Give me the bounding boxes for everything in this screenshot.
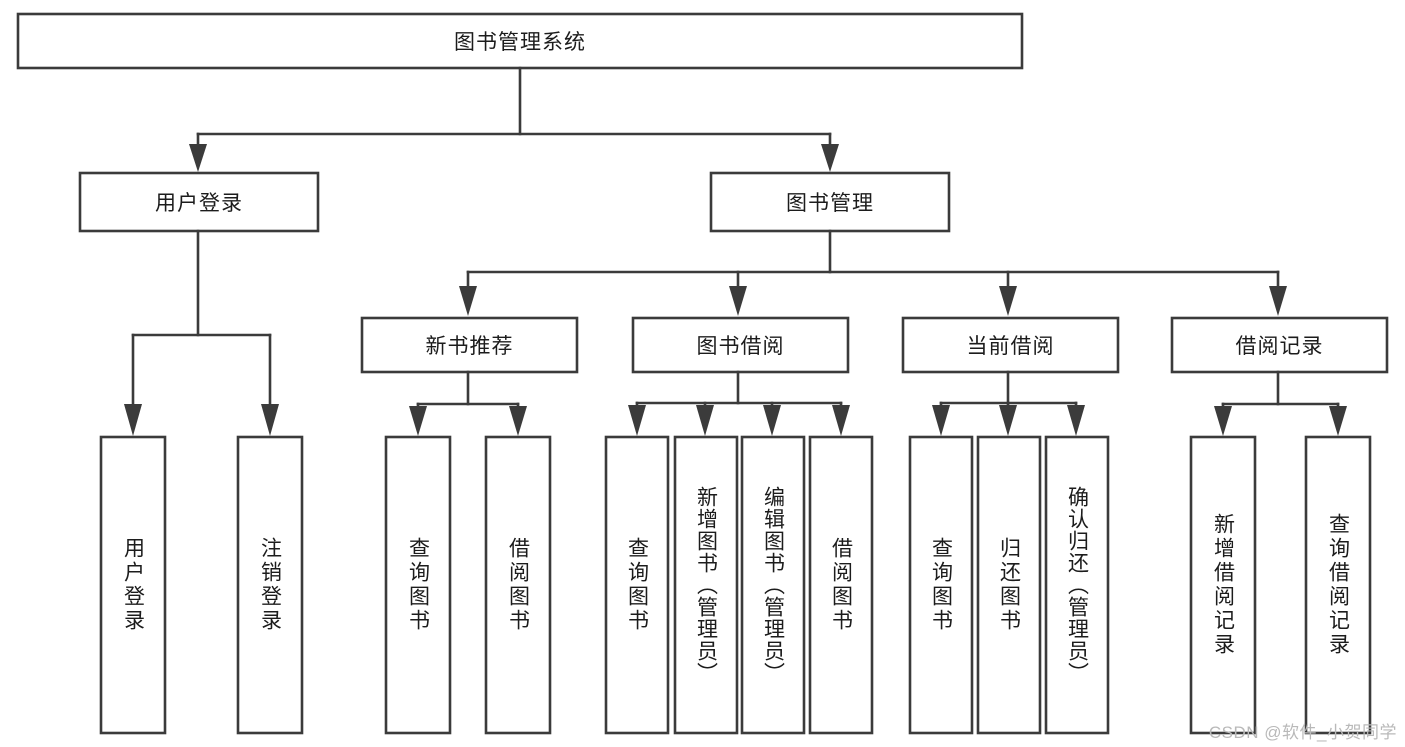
node-box-book-manage[interactable] [709, 171, 951, 233]
label-leaf-user-login-0: 用户登录 [121, 537, 145, 633]
arrow-head-bookborrow-2 [763, 405, 781, 436]
node-box-root[interactable] [16, 12, 1024, 70]
node-box-leaf-borrow-record-1[interactable] [1304, 435, 1372, 735]
label-root: 图书管理系统 [454, 31, 586, 54]
label-new-book-rec: 新书推荐 [425, 335, 514, 358]
arrow-head-bookborrow-0 [628, 405, 646, 436]
label-leaf-book-borrow-2: 编辑图书（管理员） [761, 486, 785, 684]
arrow-head-bookborrow-3 [832, 405, 850, 436]
arrow-head-level3-0 [459, 286, 477, 316]
arrow-head-level3-3 [1269, 286, 1287, 316]
label-user-login: 用户登录 [155, 192, 243, 215]
arrow-head-userlogin-0 [124, 404, 142, 436]
node-box-leaf-book-borrow-2[interactable] [740, 435, 806, 735]
node-box-leaf-book-borrow-3[interactable] [808, 435, 874, 735]
node-box-leaf-new-book-0[interactable] [384, 435, 452, 735]
csdn-watermark: CSDN @软件_小贺同学 [1208, 723, 1397, 742]
node-box-leaf-book-borrow-0[interactable] [604, 435, 670, 735]
node-box-leaf-user-login-1[interactable] [236, 435, 304, 735]
label-book-manage: 图书管理 [786, 192, 874, 215]
arrow-head-newbook-0 [409, 406, 427, 436]
arrow-head-level3-1 [729, 286, 747, 316]
arrow-head-newbook-1 [509, 406, 527, 436]
arrow-head-currentborrow-0 [932, 405, 950, 436]
label-leaf-new-book-1: 借阅图书 [506, 537, 530, 633]
label-leaf-current-borrow-2: 确认归还（管理员） [1065, 486, 1089, 684]
node-box-leaf-book-borrow-1[interactable] [673, 435, 739, 735]
node-box-leaf-new-book-1[interactable] [484, 435, 552, 735]
arrow-head-level3-2 [999, 286, 1017, 316]
label-leaf-current-borrow-0: 查询图书 [929, 537, 953, 633]
label-leaf-borrow-record-0: 新增借阅记录 [1211, 513, 1235, 657]
node-box-leaf-borrow-record-0[interactable] [1189, 435, 1257, 735]
arrow-head-level2-0 [189, 144, 207, 172]
arrow-head-level2-1 [821, 144, 839, 172]
arrow-head-userlogin-1 [261, 404, 279, 436]
arrow-head-borrowrecord-1 [1329, 406, 1347, 436]
label-leaf-new-book-0: 查询图书 [406, 537, 430, 633]
label-book-borrow: 图书借阅 [696, 335, 785, 358]
label-leaf-user-login-1: 注销登录 [258, 537, 282, 633]
label-leaf-book-borrow-3: 借阅图书 [829, 537, 853, 633]
node-box-book-borrow[interactable] [631, 316, 850, 374]
label-leaf-book-borrow-1: 新增图书（管理员） [694, 486, 718, 684]
arrow-head-borrowrecord-0 [1214, 406, 1232, 436]
arrow-head-bookborrow-1 [696, 405, 714, 436]
label-leaf-book-borrow-0: 查询图书 [625, 537, 649, 633]
node-box-leaf-user-login-0[interactable] [99, 435, 167, 735]
node-box-leaf-current-borrow-0[interactable] [908, 435, 974, 735]
arrow-head-currentborrow-1 [999, 405, 1017, 436]
label-current-borrow: 当前借阅 [966, 335, 1055, 358]
node-box-leaf-current-borrow-2[interactable] [1044, 435, 1110, 735]
label-borrow-record: 借阅记录 [1235, 335, 1324, 358]
node-box-current-borrow[interactable] [901, 316, 1120, 374]
label-leaf-current-borrow-1: 归还图书 [997, 537, 1021, 633]
node-box-new-book-rec[interactable] [360, 316, 579, 374]
node-box-user-login[interactable] [78, 171, 320, 233]
label-leaf-borrow-record-1: 查询借阅记录 [1326, 513, 1350, 657]
node-box-borrow-record[interactable] [1170, 316, 1389, 374]
arrow-head-currentborrow-2 [1067, 405, 1085, 436]
node-box-leaf-current-borrow-1[interactable] [976, 435, 1042, 735]
